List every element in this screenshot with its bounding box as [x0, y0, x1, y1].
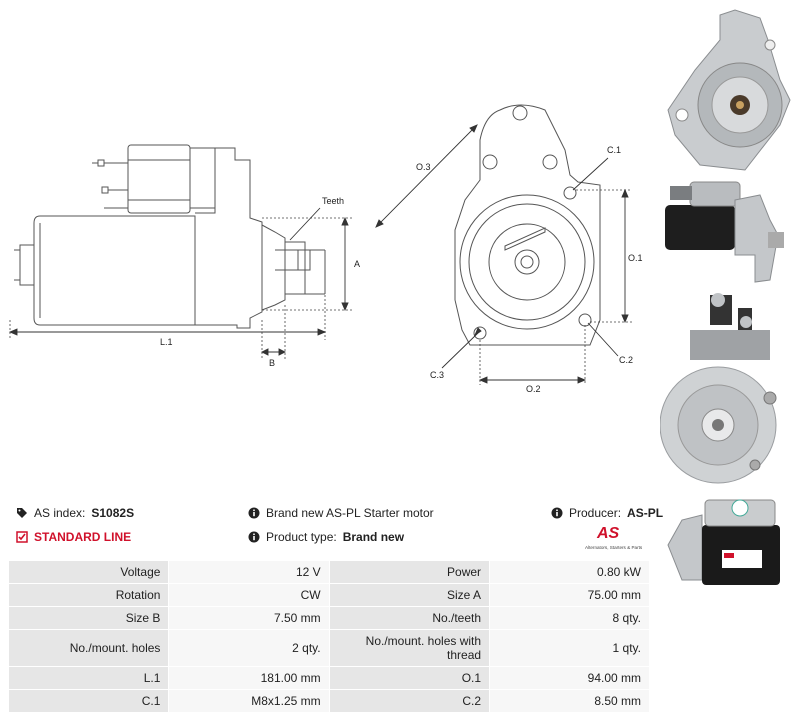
spec-label: Rotation: [7, 583, 170, 607]
brand-new-row: Brand new AS-PL Starter motor: [248, 506, 434, 520]
spec-label: Size B: [7, 606, 170, 630]
spec-value: 7.50 mm: [168, 606, 330, 630]
spec-value: 0.80 kW: [489, 560, 650, 584]
brand-new-text: Brand new AS-PL Starter motor: [266, 506, 434, 520]
photo-product-box: [667, 499, 780, 585]
logo-tagline: Alternators, Starters & Parts: [585, 545, 643, 550]
tags-icon: [17, 508, 27, 518]
check-square-icon: [16, 531, 28, 543]
as-index-label: AS index:: [34, 506, 86, 520]
product-type-label: Product type:: [266, 530, 337, 544]
spec-value: 75.00 mm: [489, 583, 650, 607]
spec-label: No./teeth: [328, 606, 491, 630]
standard-line-text: STANDARD LINE: [34, 530, 132, 544]
standard-line-row: STANDARD LINE: [16, 530, 131, 544]
producer-value: AS-PL: [627, 506, 664, 520]
label-b: B: [269, 358, 275, 368]
label-o1: O.1: [628, 253, 643, 263]
photo-side-view: [665, 181, 784, 283]
spec-label: O.1: [328, 666, 491, 690]
spec-value: 12 V: [168, 560, 330, 584]
side-view-drawing: [14, 144, 326, 329]
as-index-value: S1082S: [91, 506, 135, 520]
as-pl-logo: AS Alternators, Starters & Parts: [585, 525, 643, 550]
spec-value: M8x1.25 mm: [168, 689, 330, 713]
front-view-drawing: [454, 104, 601, 346]
spec-label: Voltage: [7, 560, 170, 584]
producer-label: Producer:: [569, 506, 622, 520]
photo-front-view: [667, 9, 791, 171]
label-c2: C.2: [619, 355, 633, 365]
info-icon: [248, 531, 260, 543]
product-photos: [660, 9, 791, 585]
spec-value: 8.50 mm: [489, 689, 650, 713]
technical-drawings: Teeth A B L.1 O.3 C.1 O.1 C.2 C.3 O.2: [8, 104, 643, 394]
product-info: AS index: S1082S STANDARD LINE Brand new…: [0, 500, 663, 560]
label-teeth: Teeth: [322, 196, 344, 206]
info-icon: [551, 507, 563, 519]
spec-label: C.1: [7, 689, 170, 713]
as-index-row: AS index: S1082S: [16, 506, 134, 520]
spec-value: 2 qty.: [168, 629, 330, 667]
spec-label: No./mount. holes: [7, 629, 170, 667]
spec-value: 94.00 mm: [489, 666, 650, 690]
label-c3: C.3: [430, 370, 444, 380]
spec-value: 8 qty.: [489, 606, 650, 630]
label-o3: O.3: [416, 162, 431, 172]
spec-label: Power: [328, 560, 491, 584]
info-icon: [248, 507, 260, 519]
spec-value: CW: [168, 583, 330, 607]
spec-label: Size A: [328, 583, 491, 607]
logo-text: AS: [596, 525, 620, 542]
product-type-value: Brand new: [342, 530, 405, 544]
label-a: A: [354, 259, 360, 269]
label-c1: C.1: [607, 145, 621, 155]
spec-label: C.2: [328, 689, 491, 713]
product-type-row: Product type: Brand new: [248, 530, 404, 544]
spec-label: No./mount. holes with thread: [328, 629, 491, 667]
spec-value: 181.00 mm: [168, 666, 330, 690]
label-o2: O.2: [526, 384, 541, 394]
photo-rear-view: [660, 293, 777, 484]
label-l1: L.1: [160, 337, 173, 347]
spec-value: 1 qty.: [489, 629, 650, 667]
producer-row: Producer: AS-PL: [551, 506, 663, 520]
spec-label: L.1: [7, 666, 170, 690]
